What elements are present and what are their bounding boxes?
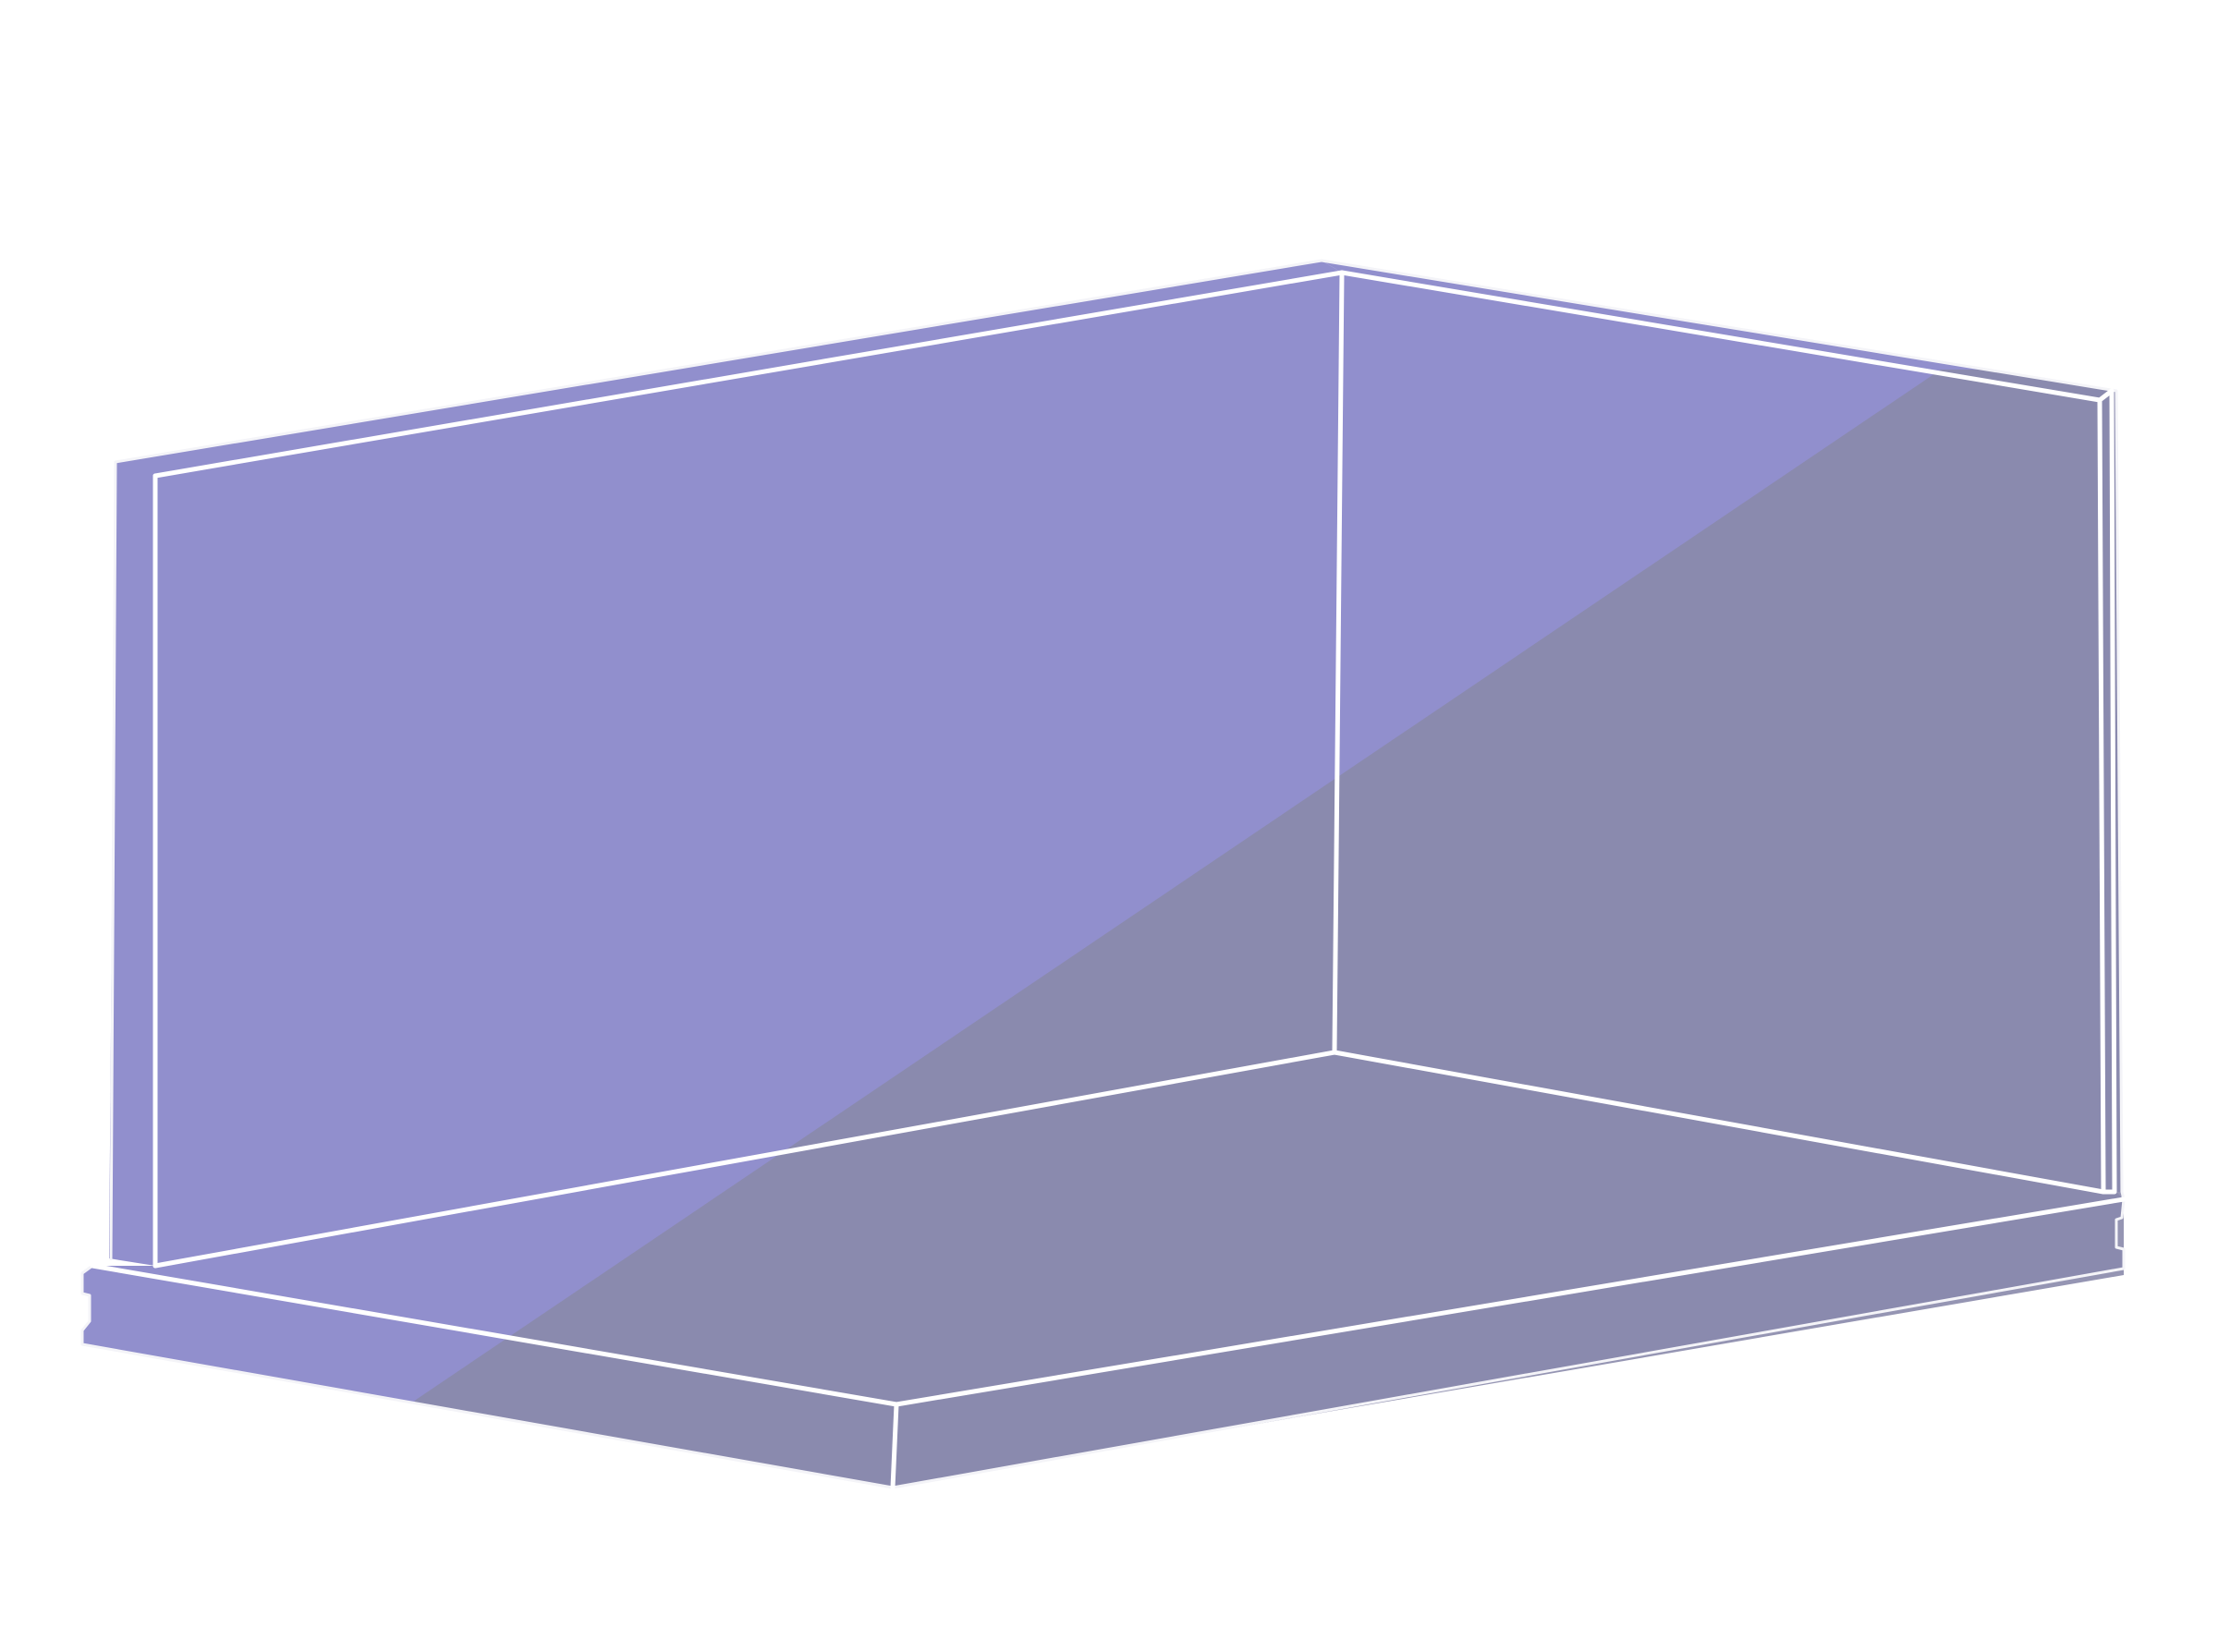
silhouette-outline — [80, 259, 2126, 1489]
outer-outline — [80, 259, 2126, 1489]
slab-corner-edge — [890, 1402, 899, 1490]
box-edges — [90, 270, 2127, 1490]
floor-back-edge — [152, 1050, 2106, 1269]
shadow-region — [185, 370, 2124, 1488]
corner-vertical-edge — [1332, 270, 1345, 1055]
shadow-overlay — [185, 370, 2124, 1488]
inner-right-vertical-edge — [2097, 388, 2117, 1195]
